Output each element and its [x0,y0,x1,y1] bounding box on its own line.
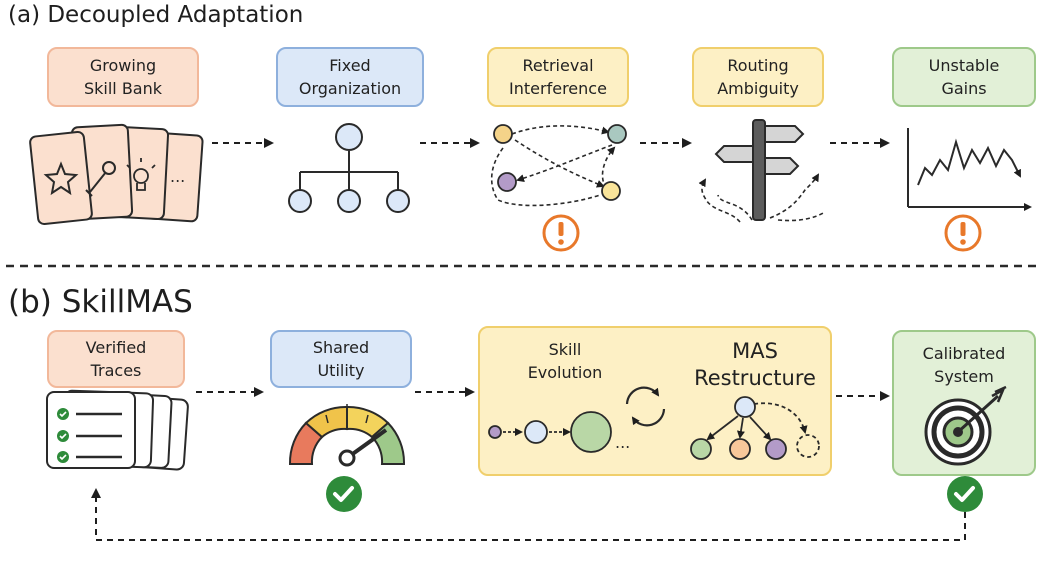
section-b-title: (b) SkillMAS [8,284,193,320]
step-label-line1: Fixed [329,56,371,75]
signpost-icon [714,119,805,221]
restructure-line1: MAS [732,339,778,363]
mas-restructure-tree [690,396,820,460]
star-icon [43,161,79,196]
wrench-icon [85,161,116,197]
step-label-line2: Skill Bank [83,79,163,98]
evolution-line1: Skill [548,340,582,359]
check-icon [947,476,983,512]
check-icon [326,476,362,512]
fixed-tree-icon [288,123,410,213]
warning-icon [542,214,580,252]
feedback-loop-arrow [91,488,966,541]
step-label-line1: Shared [312,338,370,357]
node-light-yellow [601,181,621,201]
target-icon [924,385,1007,466]
evolution-ellipsis: ... [615,433,630,452]
warning-icon [944,214,982,252]
skill-cards-icon [29,123,204,225]
checklist-rows [57,408,122,463]
restructure-line2: Restructure [694,366,816,390]
unstable-gains-chart [907,128,1032,211]
step-label-line1: Routing [727,56,789,75]
node-yellow [493,124,513,144]
refresh-cycle-icon [625,386,666,427]
step-label-line2: Traces [90,361,142,380]
step-label-line1: Unstable [928,56,1000,75]
step-label-line1: Retrieval [522,56,594,75]
step-label-line2: System [934,367,994,386]
cards-ellipsis: ... [170,167,185,186]
section-a-title: (a) Decoupled Adaptation [8,2,304,28]
skill-evolution-label: Skill Evolution [515,338,615,384]
mas-restructure-label: MAS Restructure [680,338,830,392]
step-label-line2: Interference [509,79,607,98]
node-purple [497,172,517,192]
step-label-line2: Ambiguity [717,79,799,98]
step-label-line2: Utility [317,361,365,380]
skill-evolution-chain [488,411,612,453]
step-label-line1: Calibrated [922,344,1006,363]
step-label-line1: Verified [85,338,147,357]
lightbulb-icon [126,158,156,191]
node-teal [607,124,627,144]
step-label-line1: Growing [89,56,157,75]
step-label-line2: Organization [298,79,402,98]
routing-paths [698,173,826,223]
step-label-line2: Gains [941,79,987,98]
evolution-line2: Evolution [527,363,603,382]
utility-gauge-icon [288,404,406,467]
